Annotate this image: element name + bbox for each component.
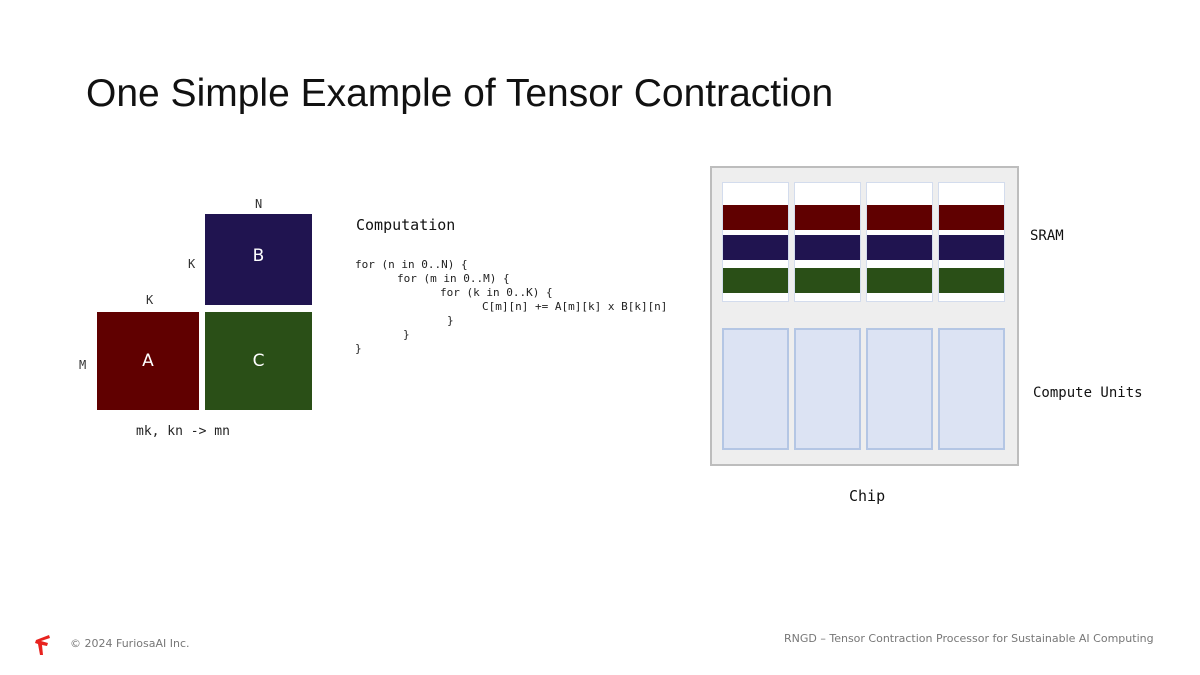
sram-bar-a <box>795 205 860 230</box>
code-line: for (k in 0..K) { <box>440 286 553 299</box>
sram-bar-c <box>795 268 860 293</box>
furiosa-logo-icon <box>34 634 52 660</box>
compute-units-label: Compute Units <box>1033 385 1143 401</box>
matrix-b-label: B <box>252 245 265 266</box>
slide-title: One Simple Example of Tensor Contraction <box>86 72 834 115</box>
code-line: } <box>447 314 454 327</box>
sram-block <box>722 182 789 302</box>
sram-label: SRAM <box>1030 228 1064 244</box>
matrix-b: B <box>205 214 312 305</box>
compute-unit <box>938 328 1005 450</box>
matrix-a-label: A <box>142 351 154 371</box>
dim-k-b: K <box>188 257 196 271</box>
dim-k-a: K <box>146 293 154 307</box>
sram-bar-c <box>723 268 788 293</box>
sram-block <box>866 182 933 302</box>
einsum-label: mk, kn -> mn <box>136 424 230 439</box>
chip-diagram <box>710 166 1019 466</box>
sram-block <box>794 182 861 302</box>
matrix-c: C <box>205 312 312 410</box>
code-line: for (n in 0..N) { <box>355 258 468 271</box>
compute-unit <box>722 328 789 450</box>
computation-heading: Computation <box>356 216 456 234</box>
sram-block <box>938 182 1005 302</box>
sram-bar-a <box>723 205 788 230</box>
sram-bar-b <box>939 235 1004 260</box>
sram-bar-c <box>867 268 932 293</box>
footer-copyright: © 2024 FuriosaAI Inc. <box>70 637 190 650</box>
sram-bar-a <box>939 205 1004 230</box>
code-line: } <box>403 328 410 341</box>
matrix-c-label: C <box>252 351 265 371</box>
dim-n: N <box>255 197 263 211</box>
code-line: C[m][n] += A[m][k] x B[k][n] <box>482 300 668 313</box>
matrix-a: A <box>97 312 199 410</box>
dim-m: M <box>79 358 87 372</box>
compute-unit <box>866 328 933 450</box>
chip-label: Chip <box>849 487 886 505</box>
footer-subtitle: RNGD – Tensor Contraction Processor for … <box>784 632 1154 645</box>
sram-bar-c <box>939 268 1004 293</box>
sram-bar-a <box>867 205 932 230</box>
compute-unit <box>794 328 861 450</box>
sram-bar-b <box>723 235 788 260</box>
sram-bar-b <box>795 235 860 260</box>
sram-bar-b <box>867 235 932 260</box>
code-line: } <box>355 342 362 355</box>
code-line: for (m in 0..M) { <box>397 272 510 285</box>
